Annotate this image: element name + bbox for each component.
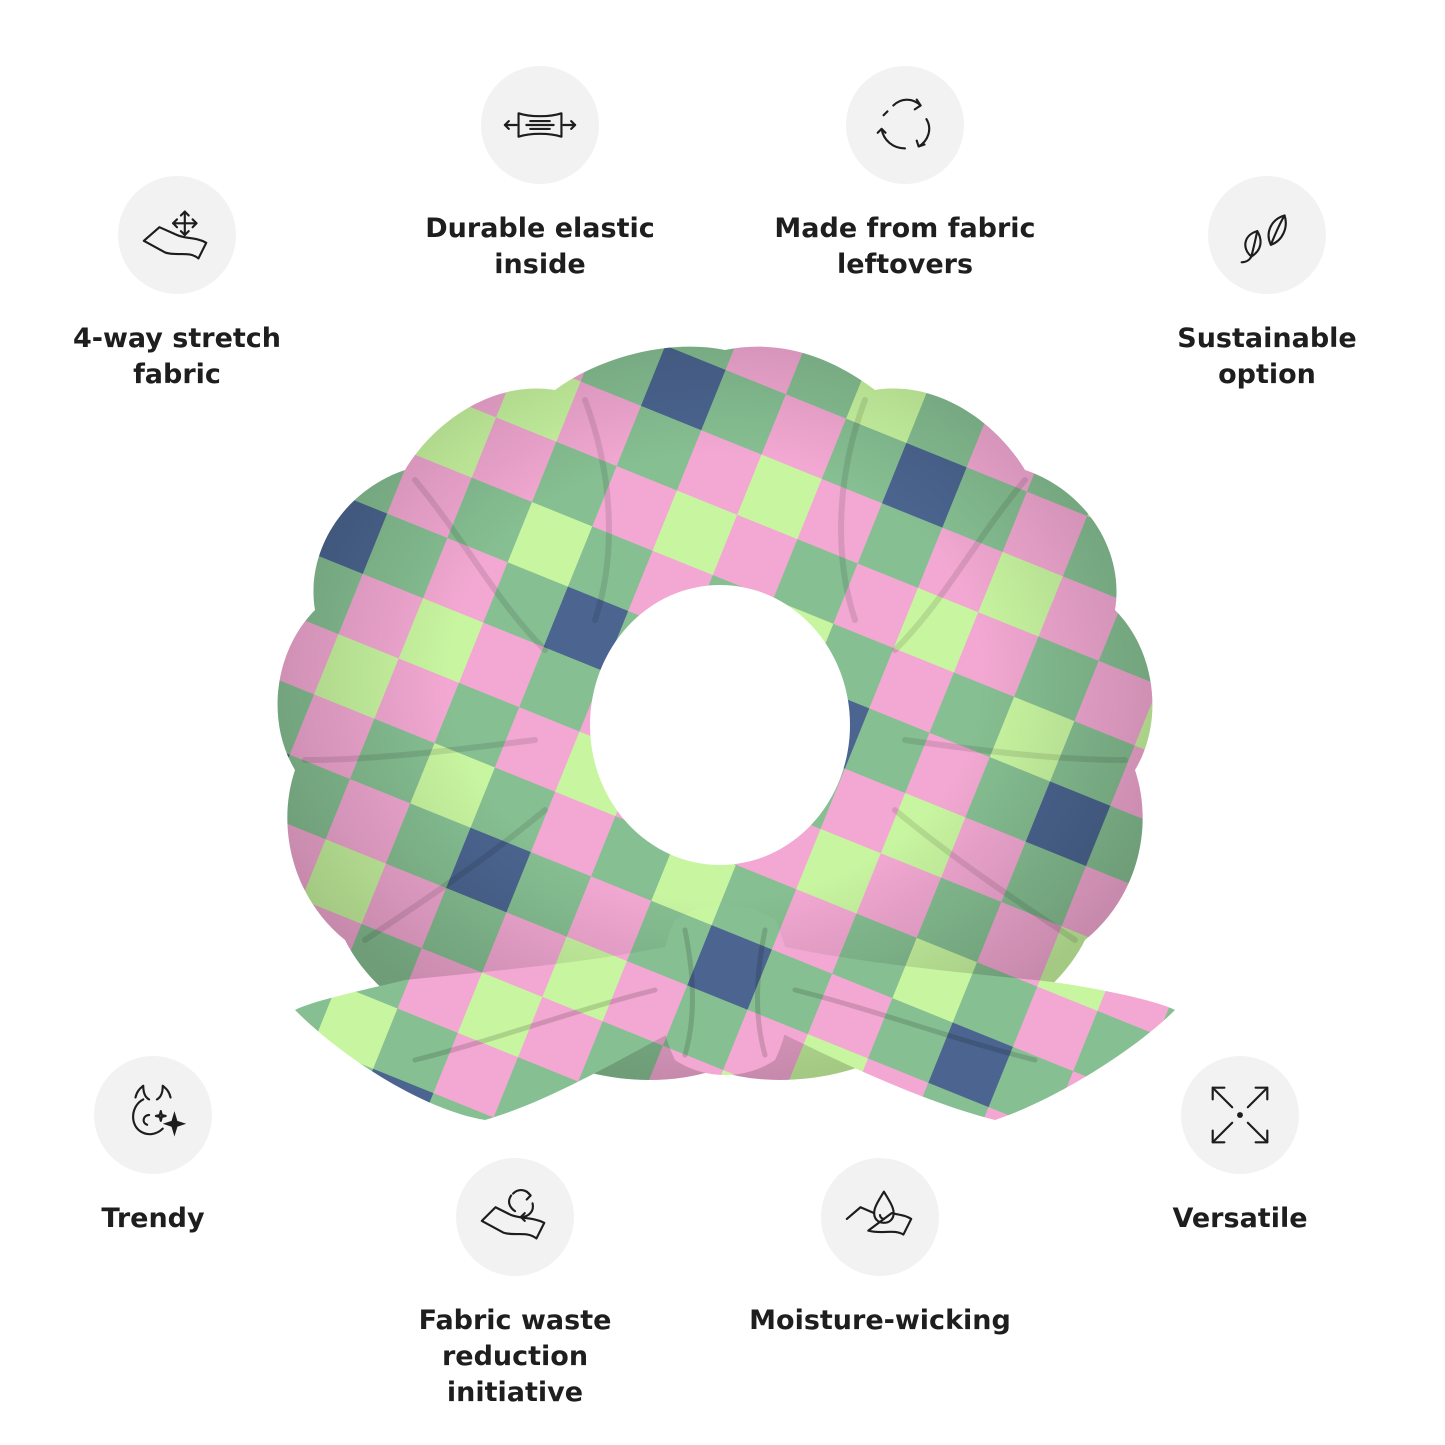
feature-leftovers-line1: Made from fabric xyxy=(774,213,1036,244)
four-way-stretch-icon xyxy=(118,176,236,294)
trendy-sparkle-icon xyxy=(94,1056,212,1174)
feature-trendy-line1: Trendy xyxy=(101,1203,205,1234)
feature-stretch-line1: 4-way stretch xyxy=(72,323,282,354)
feature-elastic-line2: inside xyxy=(494,249,586,280)
feature-elastic-line1: Durable elastic xyxy=(425,213,655,244)
scrunchie-product-image xyxy=(277,346,1175,1120)
scrunchie-ring xyxy=(277,346,1153,1081)
elastic-band-icon xyxy=(481,66,599,184)
feature-sustainable-line2: option xyxy=(1218,359,1316,390)
feature-moisture-line1: Moisture-wicking xyxy=(749,1305,1011,1336)
feature-waste-line1: Fabric waste reduction xyxy=(418,1305,612,1372)
scrunchie-bow xyxy=(295,905,1175,1120)
fabric-recycle-icon xyxy=(456,1158,574,1276)
expand-arrows-icon xyxy=(1181,1056,1299,1174)
feature-stretch-line2: fabric xyxy=(133,359,221,390)
feature-leftovers-line2: leftovers xyxy=(836,249,974,280)
feature-sustainable-line1: Sustainable xyxy=(1177,323,1357,354)
leaves-icon xyxy=(1208,176,1326,294)
recycle-icon xyxy=(846,66,964,184)
water-drop-fabric-icon xyxy=(821,1158,939,1276)
feature-versatile-line1: Versatile xyxy=(1172,1203,1308,1234)
feature-waste-line2: initiative xyxy=(446,1377,584,1408)
